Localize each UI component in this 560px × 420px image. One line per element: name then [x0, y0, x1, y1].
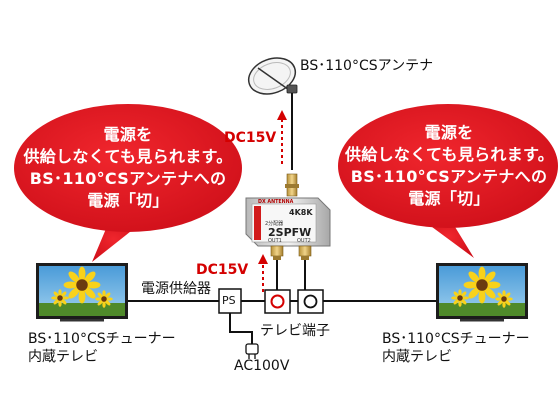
antenna-label: BS･110°CSアンテナ: [300, 58, 434, 74]
tv-terminal-left: [264, 289, 291, 314]
bubble-right-line4: 電源「切」: [408, 189, 490, 208]
tv-left-label-line1: BS･110°CSチューナー: [28, 331, 176, 347]
speech-bubble-right: [338, 104, 558, 258]
tv-terminal-right: [297, 289, 324, 314]
dc-arrow-up-upper: [277, 110, 287, 164]
splitter-device-icon: [245, 173, 331, 260]
bubble-right-line3: BS･110°CSアンテナへの: [350, 167, 548, 186]
speech-bubble-left: [14, 104, 242, 262]
splitter-out2: OUT2: [297, 238, 311, 244]
power-supply-label: 電源供給器: [141, 281, 211, 297]
tv-right-label-line1: BS･110°CSチューナー: [382, 331, 530, 347]
bubble-left-line3: BS･110°CSアンテナへの: [29, 169, 227, 188]
bubble-right-text: 電源を 供給しなくても見られます。 BS･110°CSアンテナへの 電源「切」: [345, 122, 555, 210]
splitter-type: 2分配器: [265, 221, 284, 227]
tv-left-label-line2: 内蔵テレビ: [28, 349, 98, 365]
tv-terminal-label: テレビ端子: [260, 323, 330, 339]
bubble-right-line2: 供給しなくても見られます。: [345, 145, 555, 164]
tv-left-icon: [36, 263, 128, 322]
bubble-right-line1: 電源を: [424, 123, 474, 142]
splitter-badge: 4K8K: [289, 208, 313, 217]
cables: [128, 260, 440, 346]
dc-label-lower: DC15V: [196, 262, 249, 278]
bubble-left-line1: 電源を: [103, 125, 153, 144]
splitter-model: 2SPFW: [268, 226, 312, 239]
tv-right-label-line2: 内蔵テレビ: [382, 349, 452, 365]
bubble-left-line2: 供給しなくても見られます。: [23, 147, 233, 166]
power-supply-box: [218, 288, 242, 314]
dc-label-upper: DC15V: [224, 130, 277, 146]
bubble-left-line4: 電源「切」: [87, 191, 169, 210]
ac-label: AC100V: [234, 358, 290, 374]
bubble-left-text: 電源を 供給しなくても見られます。 BS･110°CSアンテナへの 電源「切」: [22, 124, 234, 212]
satellite-dish-icon: [247, 57, 298, 170]
ac-plug-icon: [245, 343, 259, 359]
dc-arrow-up-lower: [258, 254, 268, 292]
tv-right-icon: [436, 263, 528, 322]
ps-box-label: PS: [222, 294, 236, 307]
splitter-brand: DX ANTENNA: [258, 200, 294, 205]
splitter-out1: OUT1: [268, 238, 282, 244]
